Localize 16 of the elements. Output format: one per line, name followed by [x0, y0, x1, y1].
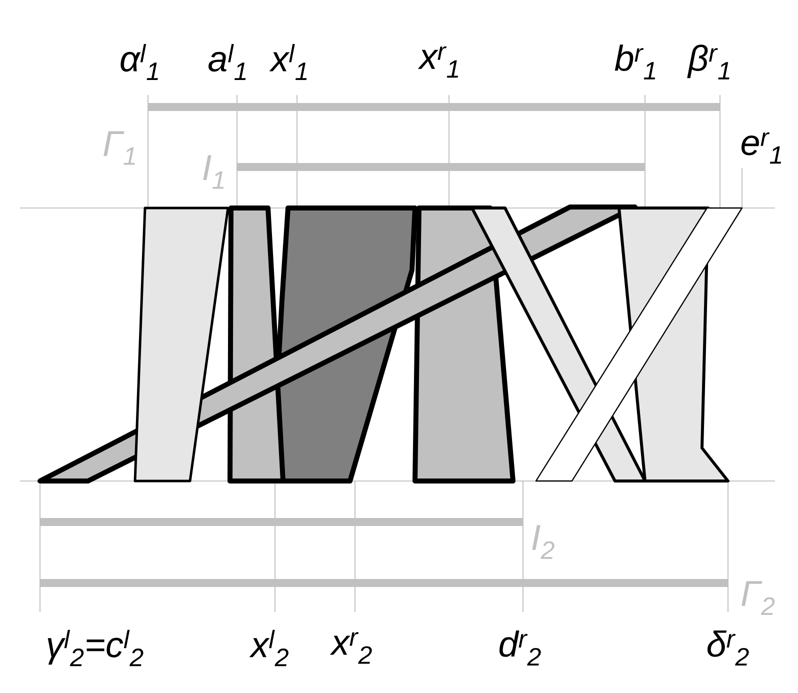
- axis-label: a$^{l}$1: [208, 44, 246, 80]
- axis-label: x$^{l}$1: [269, 44, 307, 80]
- axis-label: Γ$_{1}$: [104, 131, 135, 165]
- axis-label: I$_{2}$: [532, 525, 554, 559]
- axis-label: δ$^{r}$2: [707, 630, 749, 666]
- axis-label: β$^{r}$1: [687, 44, 730, 80]
- axis-label: x$^{r}$1: [418, 46, 458, 78]
- axis-label: α$^{l}$1: [120, 44, 158, 80]
- axis-label: x$^{r}$2: [330, 632, 372, 664]
- axis-label: γ$^{l}$$_{2}$=c$^{l}$2: [48, 630, 144, 666]
- axis-label: d$^{r}$2: [500, 630, 541, 666]
- axis-label: x$^{l}$2: [249, 630, 288, 666]
- axis-label: e$^{r}$1: [742, 132, 782, 164]
- axis-label: I$_{1}$: [203, 155, 224, 189]
- axis-label: b$^{r}$1: [614, 44, 656, 80]
- axis-label: Γ$_{2}$: [742, 581, 775, 615]
